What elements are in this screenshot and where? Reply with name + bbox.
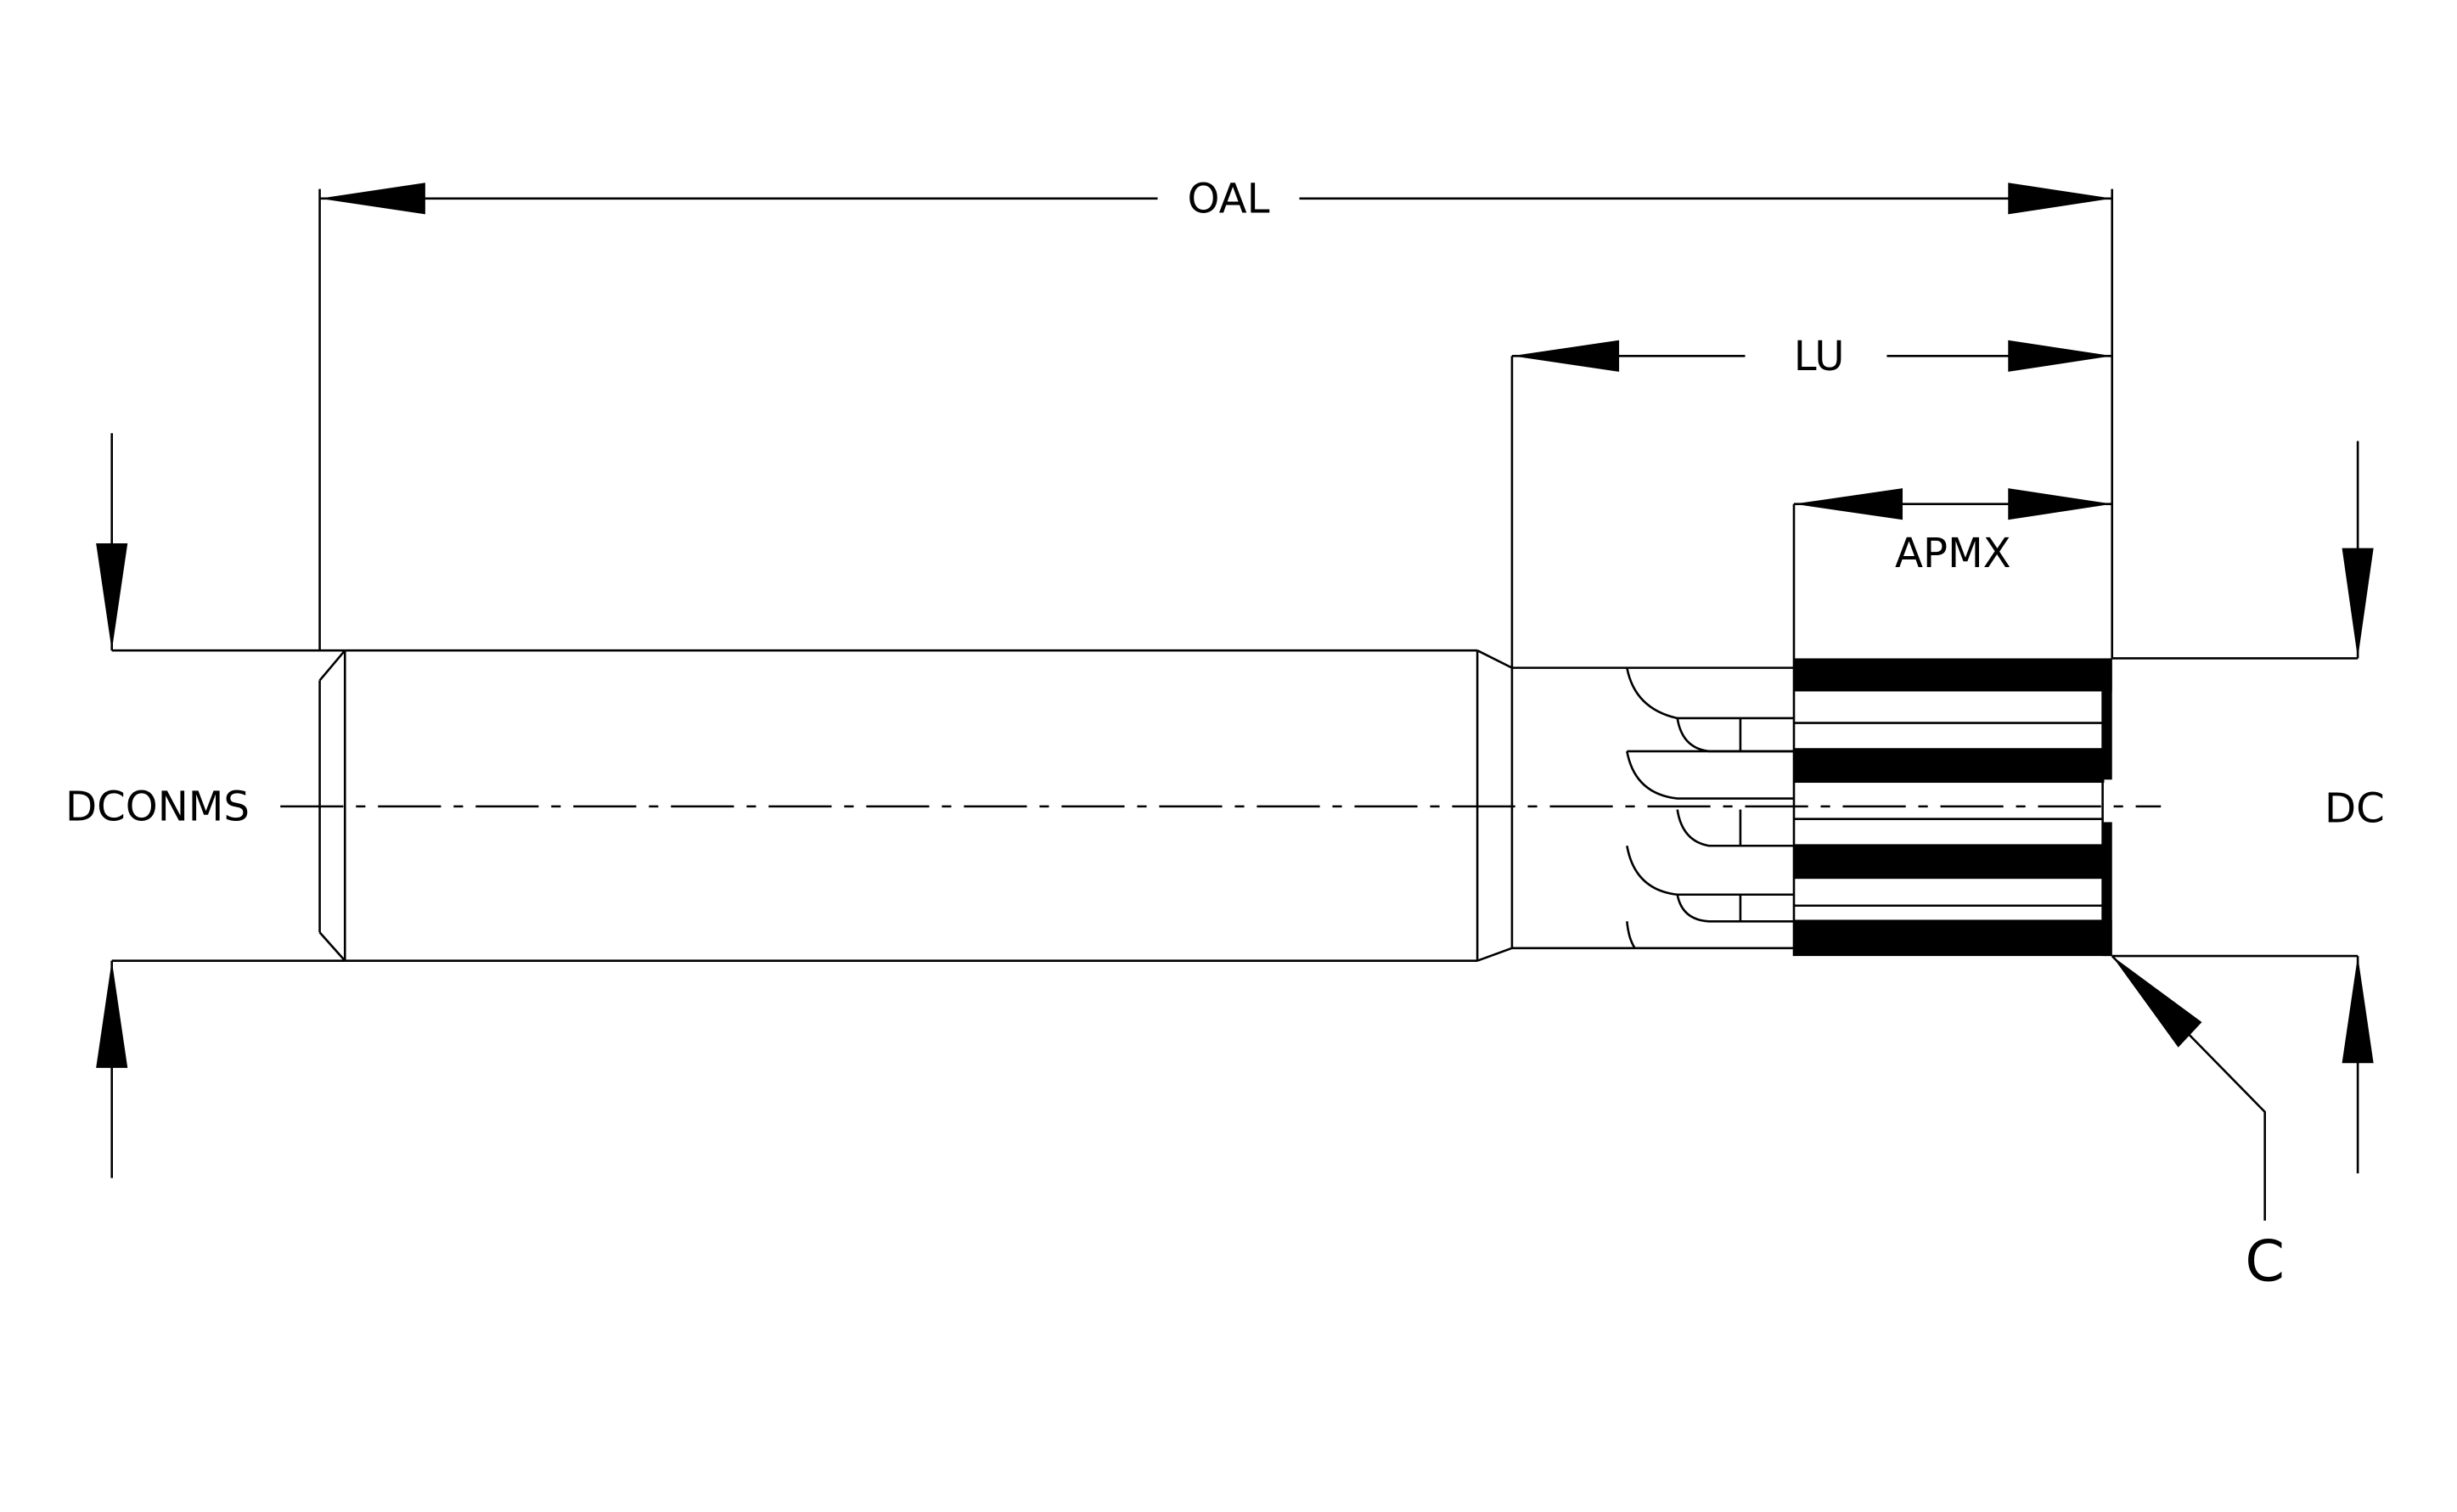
- arrow-left-icon: [319, 183, 425, 215]
- arrow-down-icon: [96, 543, 128, 651]
- arrow-up-icon: [2342, 956, 2374, 1064]
- flute-runouts: [1626, 667, 1794, 949]
- arrow-left-icon: [1793, 488, 1903, 520]
- arrow-up-icon: [96, 960, 128, 1068]
- lu-dimension: LU: [1510, 333, 2112, 668]
- arrow-right-icon: [2008, 340, 2112, 372]
- arrow-icon: [2111, 956, 2202, 1048]
- lu-label: LU: [1794, 333, 1845, 380]
- apmx-label: APMX: [1895, 530, 2011, 577]
- shank: [318, 649, 1794, 962]
- oal-dimension: OAL: [318, 175, 2114, 659]
- cutting-head: [1792, 658, 2112, 957]
- arrow-down-icon: [2342, 548, 2374, 659]
- dconms-label: DCONMS: [65, 784, 250, 831]
- apmx-dimension: APMX: [1792, 488, 2112, 659]
- arrow-right-icon: [2008, 488, 2112, 520]
- arrow-left-icon: [1511, 340, 1620, 372]
- dc-dimension: DC: [2111, 441, 2385, 1174]
- dconms-dimension: DCONMS: [65, 433, 346, 1178]
- dc-label: DC: [2325, 784, 2385, 832]
- chamfer-leader: C: [2111, 955, 2285, 1294]
- oal-label: OAL: [1188, 175, 1270, 222]
- arrow-right-icon: [2008, 183, 2112, 215]
- c-label: C: [2245, 1228, 2285, 1294]
